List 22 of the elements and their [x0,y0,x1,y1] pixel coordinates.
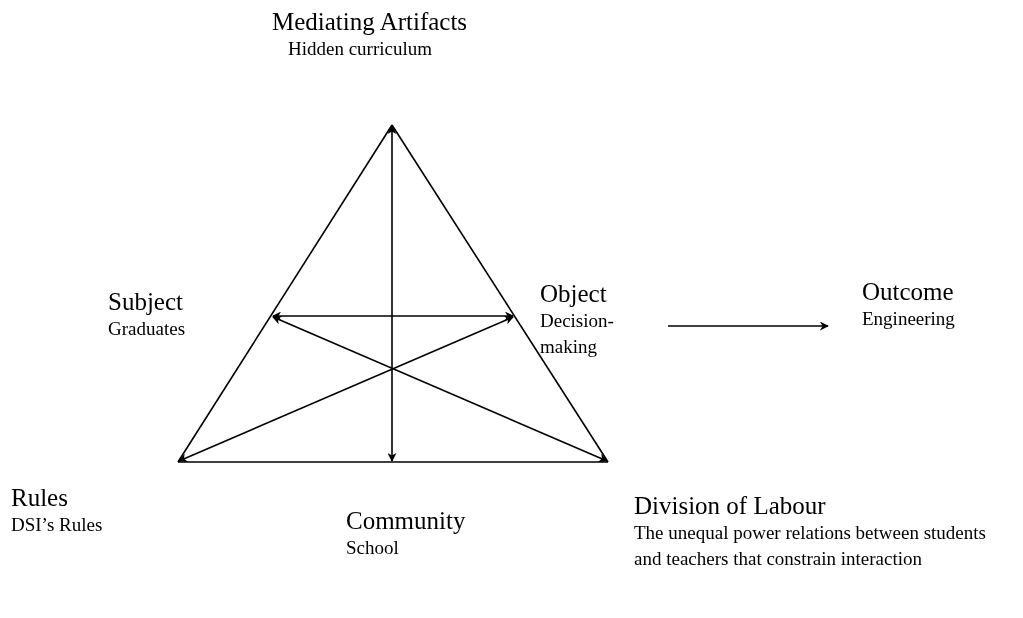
node-description: DSI’s Rules [11,513,104,537]
arrow [667,321,829,331]
node-heading: Mediating Artifacts [272,8,468,36]
node-description: Decision-making [540,309,615,359]
node-heading: Object [540,280,607,308]
node-heading: Subject [108,288,183,316]
double-arrow [272,311,514,321]
node-heading: Outcome [862,278,954,306]
double-arrow [178,316,514,462]
node-heading: Division of Labour [634,492,826,520]
node-description: Hidden curriculum [288,37,433,61]
node-heading: Community [346,507,466,535]
node-description: Graduates [108,317,186,341]
triangle-side [177,461,609,463]
triangle-side [177,124,393,463]
double-arrow [387,125,397,462]
node-description: The unequal power relations between students and teachers that constrain interaction [634,521,987,571]
node-description: Engineering [862,307,955,331]
node-heading: Rules [11,484,69,512]
triangle-side [391,124,609,463]
node-description: School [346,536,399,560]
double-arrow [272,316,608,462]
